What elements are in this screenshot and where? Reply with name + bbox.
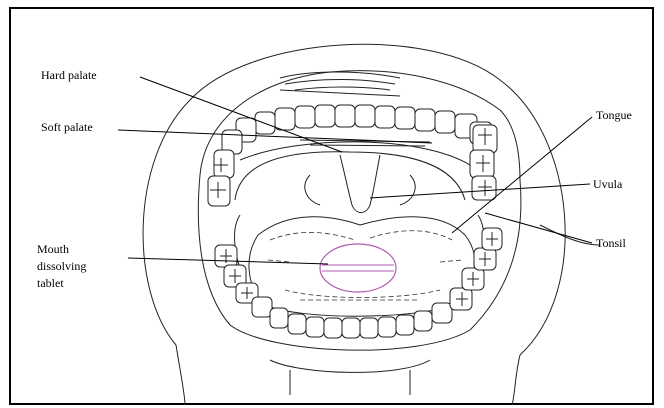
tablet — [320, 244, 396, 292]
label-mouth-tablet-line1: Mouth — [37, 242, 69, 256]
label-mouth-tablet-line2: dissolving — [37, 259, 86, 273]
uvula-group — [305, 155, 415, 213]
face-outline — [143, 44, 600, 405]
label-tongue: Tongue — [596, 108, 632, 122]
palate — [235, 140, 470, 200]
label-soft-palate: Soft palate — [41, 120, 93, 134]
labels: Hard palate Soft palate Mouth dissolving… — [37, 68, 632, 290]
label-tonsil: Tonsil — [596, 236, 626, 250]
label-hard-palate: Hard palate — [41, 68, 97, 82]
label-uvula: Uvula — [593, 177, 623, 191]
leader-soft-palate — [118, 130, 432, 143]
label-mouth-tablet-line3: tablet — [37, 276, 64, 290]
leader-lines — [118, 77, 592, 264]
